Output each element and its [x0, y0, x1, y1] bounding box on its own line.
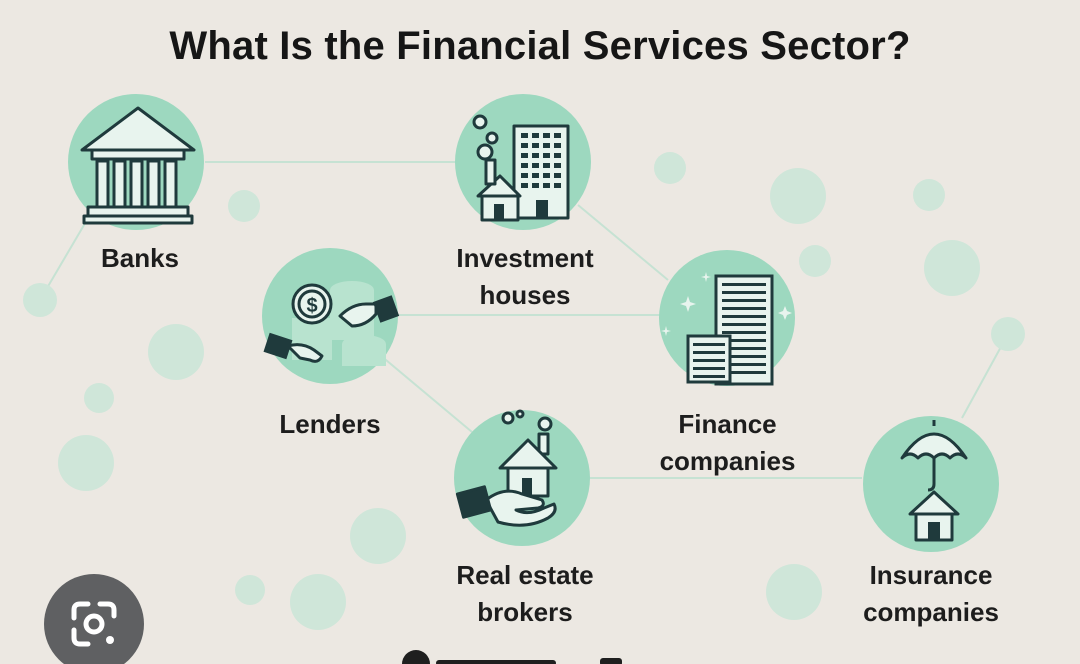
banks-label: Banks: [100, 243, 180, 273]
connector-line: [577, 204, 669, 281]
node-lenders: $: [262, 248, 400, 384]
bank-building-icon: [80, 106, 196, 225]
finance-companies-label: Finance companies: [659, 409, 796, 476]
decor-dot: [228, 190, 260, 222]
office-tower-icon: [686, 274, 774, 386]
decor-dot: [235, 575, 265, 605]
decor-dot: [58, 435, 114, 491]
decor-dot: [290, 574, 346, 630]
decor-dot: [148, 324, 204, 380]
sparkle-icon: [661, 272, 792, 336]
decor-dot: [23, 283, 57, 317]
google-lens-icon: [71, 601, 117, 647]
decor-dot: [770, 168, 826, 224]
lens-search-button[interactable]: [44, 574, 144, 664]
node-banks: [68, 94, 204, 230]
insurance-companies-label: Insurance companies: [863, 560, 999, 627]
decor-dot: [654, 152, 686, 184]
svg-text:$: $: [306, 295, 317, 317]
node-realestate: [454, 409, 590, 546]
connector-line: [379, 354, 473, 433]
decor-dot: [84, 383, 114, 413]
coin-exchange-hands-icon: $: [263, 281, 400, 366]
investment-houses-label: Investment houses: [456, 243, 594, 310]
decor-dot: [350, 508, 406, 564]
page-title: What Is the Financial Services Sector?: [169, 24, 911, 68]
decor-dot: [991, 317, 1025, 351]
umbrella-house-icon: [900, 420, 968, 542]
node-investment: [455, 94, 591, 230]
house-in-hand-icon: [455, 409, 558, 527]
decor-dot: [924, 240, 980, 296]
brand-logo-icon: [402, 650, 622, 664]
node-finance: [659, 250, 795, 386]
investment-buildings-icon: [472, 114, 570, 222]
node-insurance: [863, 416, 999, 552]
decor-dot: [799, 245, 831, 277]
decor-dot: [913, 179, 945, 211]
decor-dot: [766, 564, 822, 620]
lenders-label: Lenders: [279, 409, 381, 439]
real-estate-brokers-label: Real estate brokers: [456, 560, 594, 627]
